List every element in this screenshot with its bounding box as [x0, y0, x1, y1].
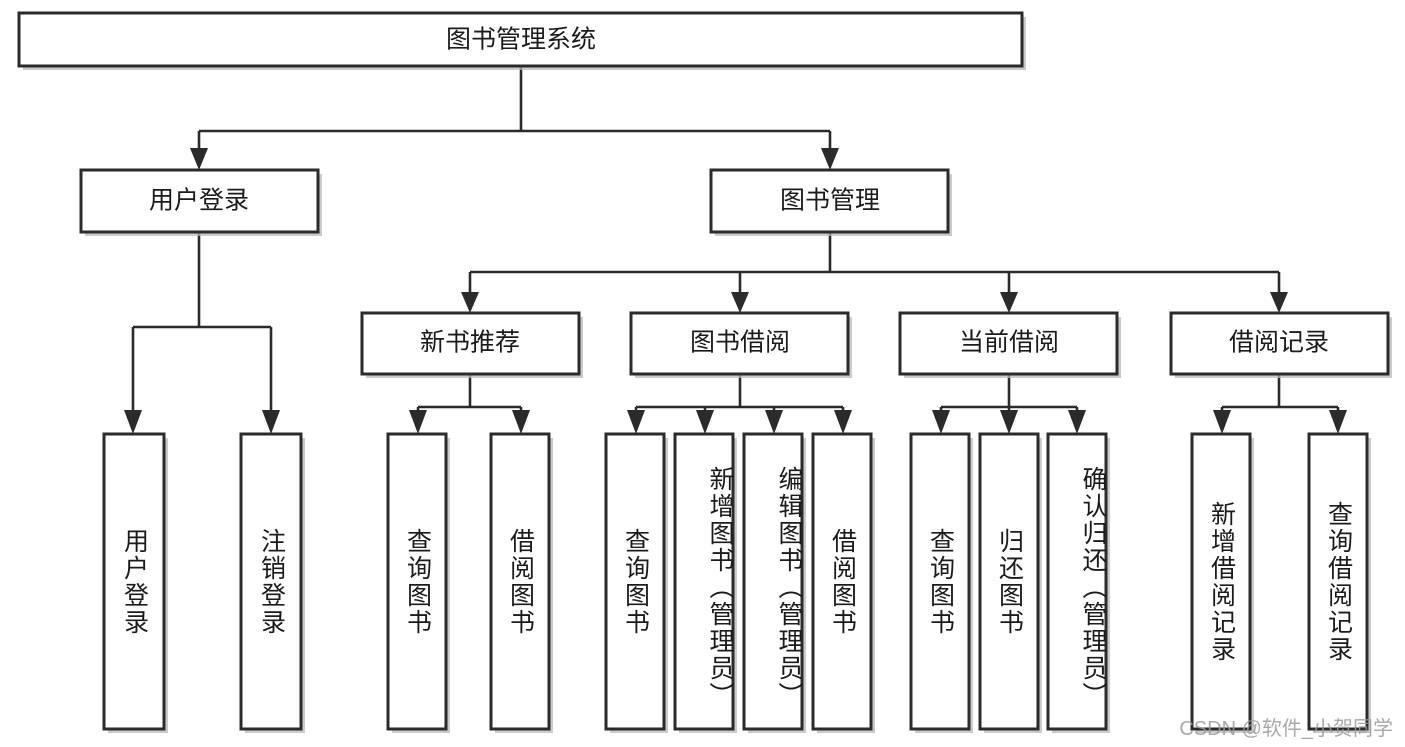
node-new-book-recommend-label: 新书推荐 [420, 329, 520, 357]
arrow-head-leaf-addbook [696, 410, 714, 434]
node-book-borrow-label: 图书借阅 [690, 329, 790, 357]
leaf-add-record-rect[interactable] [1190, 432, 1252, 731]
leaf-borrow-book-2-rect[interactable] [811, 432, 873, 731]
leaf-node-borrow-book-1[interactable] [489, 432, 553, 733]
arrow-head-leaf-query3 [932, 410, 950, 434]
arrow-head-leaf-borrow1 [512, 410, 530, 434]
arrow-head-current [1000, 292, 1018, 313]
node-book-management-label: 图书管理 [780, 187, 880, 215]
leaf-node-query-book-2[interactable] [604, 432, 668, 733]
connector-group-userlogin [124, 232, 280, 434]
leaf-node-logout[interactable] [239, 432, 305, 733]
leaf-confirm-return-rect[interactable] [1046, 432, 1108, 731]
node-root[interactable]: 图书管理系统 [17, 11, 1026, 70]
node-new-book-recommend[interactable]: 新书推荐 [360, 311, 583, 378]
leaf-edit-book-rect[interactable] [742, 432, 804, 731]
arrow-head-bookmgmt [821, 148, 839, 170]
leaf-return-book-rect[interactable] [978, 432, 1040, 731]
leaf-query-book-2-rect[interactable] [604, 432, 666, 731]
node-book-management-rect[interactable] [709, 168, 950, 234]
node-book-borrow-rect[interactable] [629, 311, 850, 376]
leaf-node-return-book[interactable] [978, 432, 1042, 733]
node-current-borrow-rect[interactable] [898, 311, 1119, 376]
arrow-head-leaf-logout [262, 410, 280, 434]
arrow-head-leaf-addrecord [1213, 410, 1231, 434]
connector-group-newbook [409, 374, 530, 434]
node-root-rect[interactable] [17, 11, 1024, 68]
arrow-head-leaf-return [1000, 410, 1018, 434]
leaf-node-query-record[interactable] [1307, 432, 1371, 733]
leaf-query-record-rect[interactable] [1307, 432, 1369, 731]
arrow-head-leaf-query1 [409, 410, 427, 434]
leaf-node-add-book[interactable] [673, 432, 737, 733]
arrow-head-leaf-confirm [1068, 410, 1086, 434]
arrow-head-leaf-editbook [765, 410, 783, 434]
arrow-head-newbook [461, 292, 479, 313]
arrow-head-record [1270, 292, 1288, 313]
node-user-login[interactable]: 用户登录 [79, 168, 322, 236]
leaf-add-book-rect[interactable] [673, 432, 735, 731]
node-borrow-record-label: 借阅记录 [1229, 329, 1329, 357]
arrow-head-leaf-query2 [627, 410, 645, 434]
arrow-head-leaf-queryrecord [1329, 410, 1347, 434]
node-book-management[interactable]: 图书管理 [709, 168, 952, 236]
node-new-book-recommend-rect[interactable] [360, 311, 581, 376]
leaf-node-query-book-1[interactable] [386, 432, 450, 733]
leaf-node-confirm-return[interactable] [1046, 432, 1110, 733]
leaf-node-user-login[interactable] [102, 432, 168, 733]
leaf-node-query-book-3[interactable] [909, 432, 973, 733]
leaf-logout-rect[interactable] [239, 432, 303, 731]
leaf-query-book-3-rect[interactable] [909, 432, 971, 731]
connector-group-current [932, 374, 1086, 434]
leaf-node-borrow-book-2[interactable] [811, 432, 875, 733]
connector-group-borrow [627, 374, 852, 434]
node-current-borrow[interactable]: 当前借阅 [898, 311, 1121, 378]
arrow-head-login [190, 148, 208, 170]
connector-group-record [1213, 374, 1347, 434]
arrow-head-borrow [731, 292, 749, 313]
node-user-login-label: 用户登录 [149, 187, 249, 215]
leaf-borrow-book-1-rect[interactable] [489, 432, 551, 731]
node-user-login-rect[interactable] [79, 168, 320, 234]
node-book-borrow[interactable]: 图书借阅 [629, 311, 852, 378]
watermark-text: CSDN @软件_小贺同学 [1179, 718, 1393, 740]
leaf-node-add-record[interactable] [1190, 432, 1254, 733]
node-borrow-record[interactable]: 借阅记录 [1169, 311, 1392, 378]
node-borrow-record-rect[interactable] [1169, 311, 1390, 376]
leaf-query-book-1-rect[interactable] [386, 432, 448, 731]
node-root-label: 图书管理系统 [446, 26, 596, 54]
connector-group-bookmgmt [461, 232, 1288, 313]
leaf-user-login-rect[interactable] [102, 432, 166, 731]
node-current-borrow-label: 当前借阅 [959, 329, 1059, 357]
leaf-node-edit-book[interactable] [742, 432, 806, 733]
arrow-head-leaf-borrow2 [834, 410, 852, 434]
connector-group-root [190, 66, 839, 170]
arrow-head-leaf-userlogin [124, 410, 142, 434]
